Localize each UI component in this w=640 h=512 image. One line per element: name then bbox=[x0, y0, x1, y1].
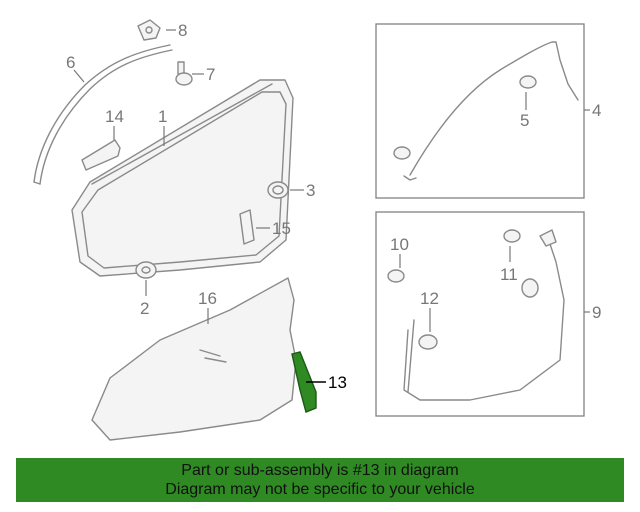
callout-2: 2 bbox=[140, 299, 149, 318]
detail-box-lower bbox=[375, 211, 585, 417]
part-14-bracket bbox=[81, 139, 121, 171]
callout-7: 7 bbox=[206, 65, 215, 84]
part-7-bolt bbox=[175, 61, 193, 86]
callout-5: 5 bbox=[520, 111, 529, 130]
callout-10: 10 bbox=[390, 235, 409, 254]
callout-4: 4 bbox=[592, 101, 601, 120]
leader-lines bbox=[73, 29, 590, 383]
callout-3: 3 bbox=[306, 181, 315, 200]
info-banner: Part or sub-assembly is #13 in diagram D… bbox=[16, 458, 624, 502]
callout-1: 1 bbox=[158, 107, 167, 126]
callout-14: 14 bbox=[105, 107, 124, 126]
callout-8: 8 bbox=[178, 21, 187, 40]
callout-12: 12 bbox=[420, 289, 439, 308]
parts-diagram: 8 7 6 14 1 3 15 2 16 5 4 10 11 12 9 13 bbox=[33, 19, 601, 441]
part-16-water-shield bbox=[91, 277, 297, 441]
part-13-highlighted bbox=[291, 351, 317, 413]
part-15-pad bbox=[239, 209, 255, 245]
part-1-door-shell bbox=[71, 79, 294, 277]
callout-6: 6 bbox=[66, 53, 75, 72]
callout-9: 9 bbox=[592, 303, 601, 322]
callout-13[interactable]: 13 bbox=[328, 373, 347, 392]
banner-line-1: Part or sub-assembly is #13 in diagram bbox=[181, 462, 459, 479]
part-6-molding bbox=[33, 44, 173, 185]
part-2-grommet bbox=[135, 261, 157, 279]
part-3-bushing bbox=[267, 181, 289, 199]
banner-line-2: Diagram may not be specific to your vehi… bbox=[165, 481, 475, 498]
callout-16: 16 bbox=[198, 289, 217, 308]
callout-15: 15 bbox=[272, 219, 291, 238]
part-8-clip bbox=[137, 19, 161, 41]
detail-box-upper bbox=[375, 23, 585, 199]
callout-11: 11 bbox=[500, 265, 518, 284]
